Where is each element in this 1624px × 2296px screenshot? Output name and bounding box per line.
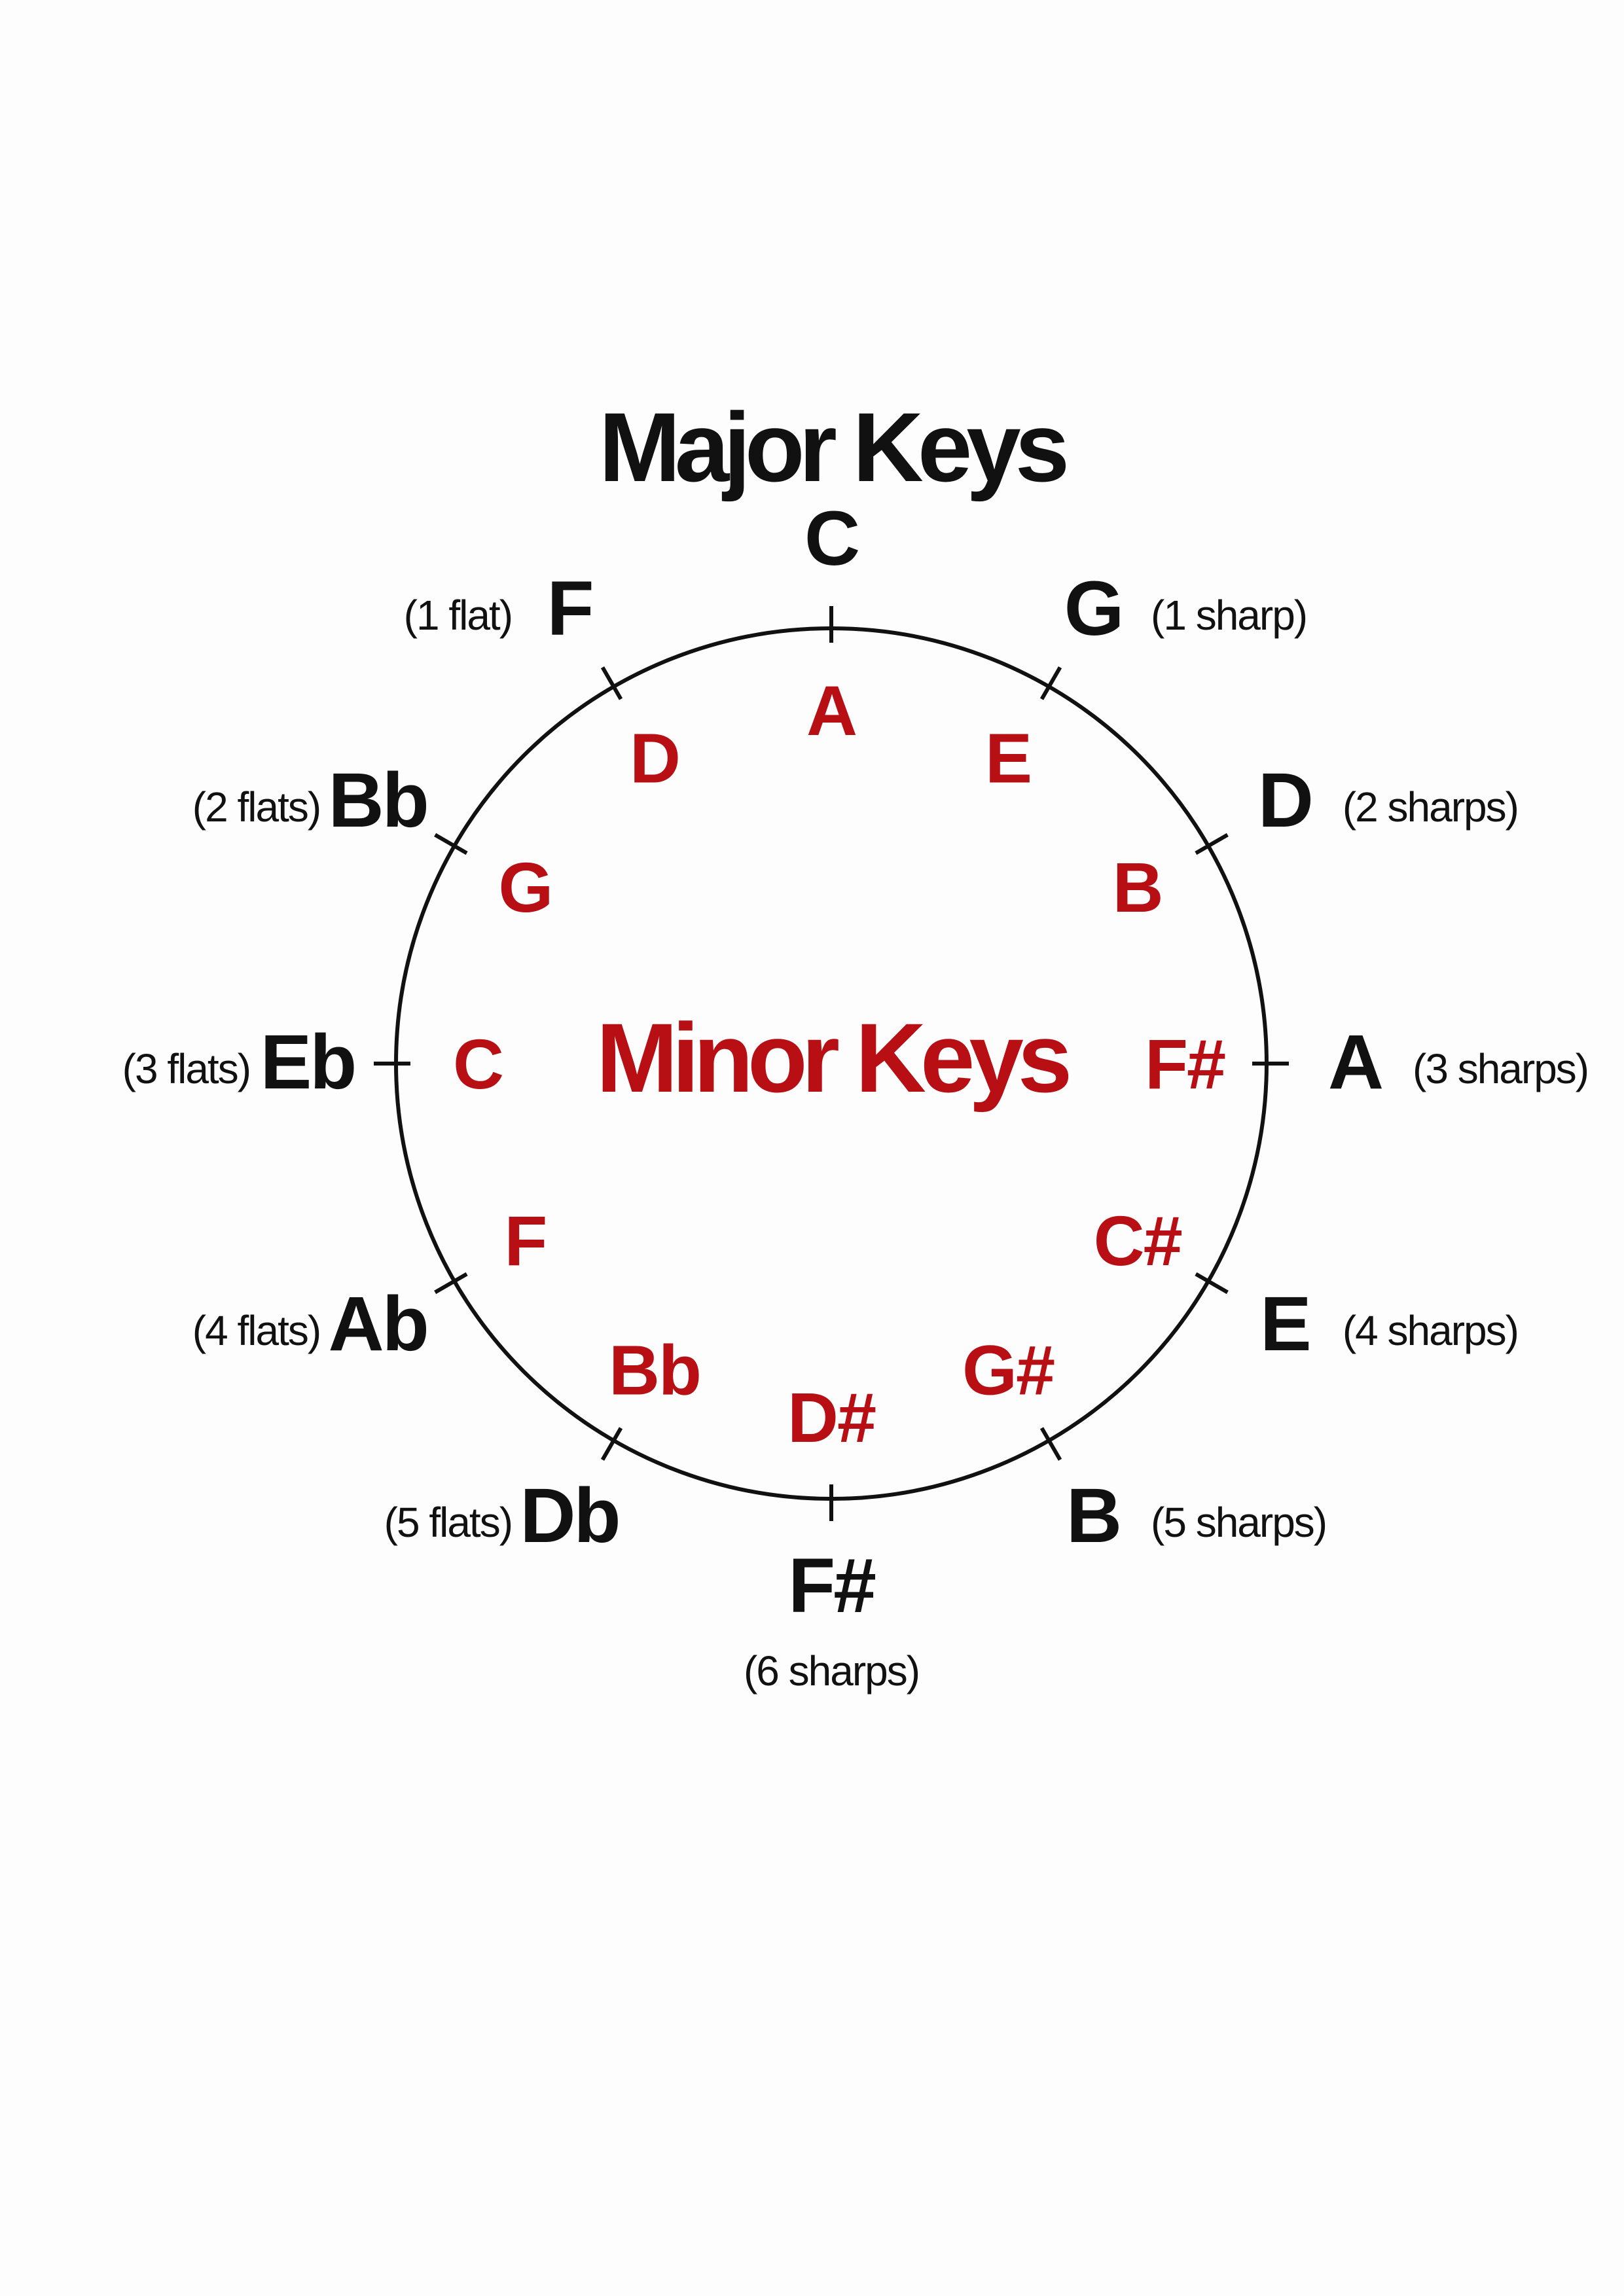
key-signature-g: (1 sharp) xyxy=(1151,592,1307,639)
key-signature-labels: (1 sharp) (2 sharps) (3 sharps) (4 sharps) (… xyxy=(122,592,1589,1695)
major-key-a: A xyxy=(1328,1019,1382,1105)
key-signature-d-flat: (5 flats) xyxy=(384,1499,512,1546)
key-signature-f-sharp: (6 sharps) xyxy=(744,1647,919,1695)
minor-keys-title: Minor Keys xyxy=(596,1003,1069,1113)
key-signature-d: (2 sharps) xyxy=(1343,783,1518,831)
key-signature-e: (4 sharps) xyxy=(1343,1307,1518,1354)
tick-mark-e xyxy=(1195,1272,1229,1295)
major-key-b-flat: Bb xyxy=(329,757,427,844)
major-key-f-sharp: F# xyxy=(788,1543,875,1629)
minor-key-b: B xyxy=(1113,848,1163,927)
minor-key-labels: A E B F# C# G# D# Bb F C GD xyxy=(453,671,1227,1457)
minor-key-f-sharp: F# xyxy=(1145,1024,1225,1103)
key-signature-b-flat: (2 flats) xyxy=(192,783,320,831)
major-keys-title: Major Keys xyxy=(599,392,1066,502)
minor-key-b-flat: Bb xyxy=(609,1331,700,1410)
minor-key-f: F xyxy=(504,1201,546,1280)
minor-key-d-sharp: D# xyxy=(787,1378,876,1457)
major-key-d: D xyxy=(1258,757,1312,844)
tick-mark-f xyxy=(600,666,623,700)
minor-key-e: E xyxy=(985,718,1031,797)
tick-mark-b-flat xyxy=(434,833,468,855)
minor-key-c: C xyxy=(453,1024,503,1103)
major-key-c: C xyxy=(804,495,858,582)
major-key-b: B xyxy=(1066,1473,1120,1559)
minor-key-g-sharp: G# xyxy=(962,1331,1055,1410)
major-key-d-flat: Db xyxy=(520,1473,619,1559)
tick-mark-a-flat xyxy=(434,1272,468,1295)
tick-marks xyxy=(374,606,1289,1521)
key-signature-b: (5 sharps) xyxy=(1151,1499,1326,1546)
minor-key-d: D xyxy=(630,718,679,797)
major-key-e: E xyxy=(1260,1281,1310,1367)
minor-key-g: G xyxy=(498,848,552,927)
major-key-e-flat: Eb xyxy=(261,1019,355,1105)
tick-mark-b xyxy=(1039,1427,1062,1461)
minor-key-a: A xyxy=(806,671,856,750)
tick-mark-g xyxy=(1039,666,1062,700)
key-signature-f: (1 flat) xyxy=(404,592,512,639)
key-signature-a: (3 sharps) xyxy=(1413,1045,1588,1092)
key-signature-a-flat: (4 flats) xyxy=(192,1307,320,1354)
major-key-f: F xyxy=(547,565,592,652)
tick-mark-d xyxy=(1195,833,1229,855)
minor-key-c-sharp: C# xyxy=(1094,1201,1182,1280)
key-signature-e-flat: (3 flats) xyxy=(122,1045,250,1092)
major-key-a-flat: Ab xyxy=(329,1281,427,1367)
tick-mark-d-flat xyxy=(600,1427,623,1461)
major-key-g: G xyxy=(1064,565,1123,652)
